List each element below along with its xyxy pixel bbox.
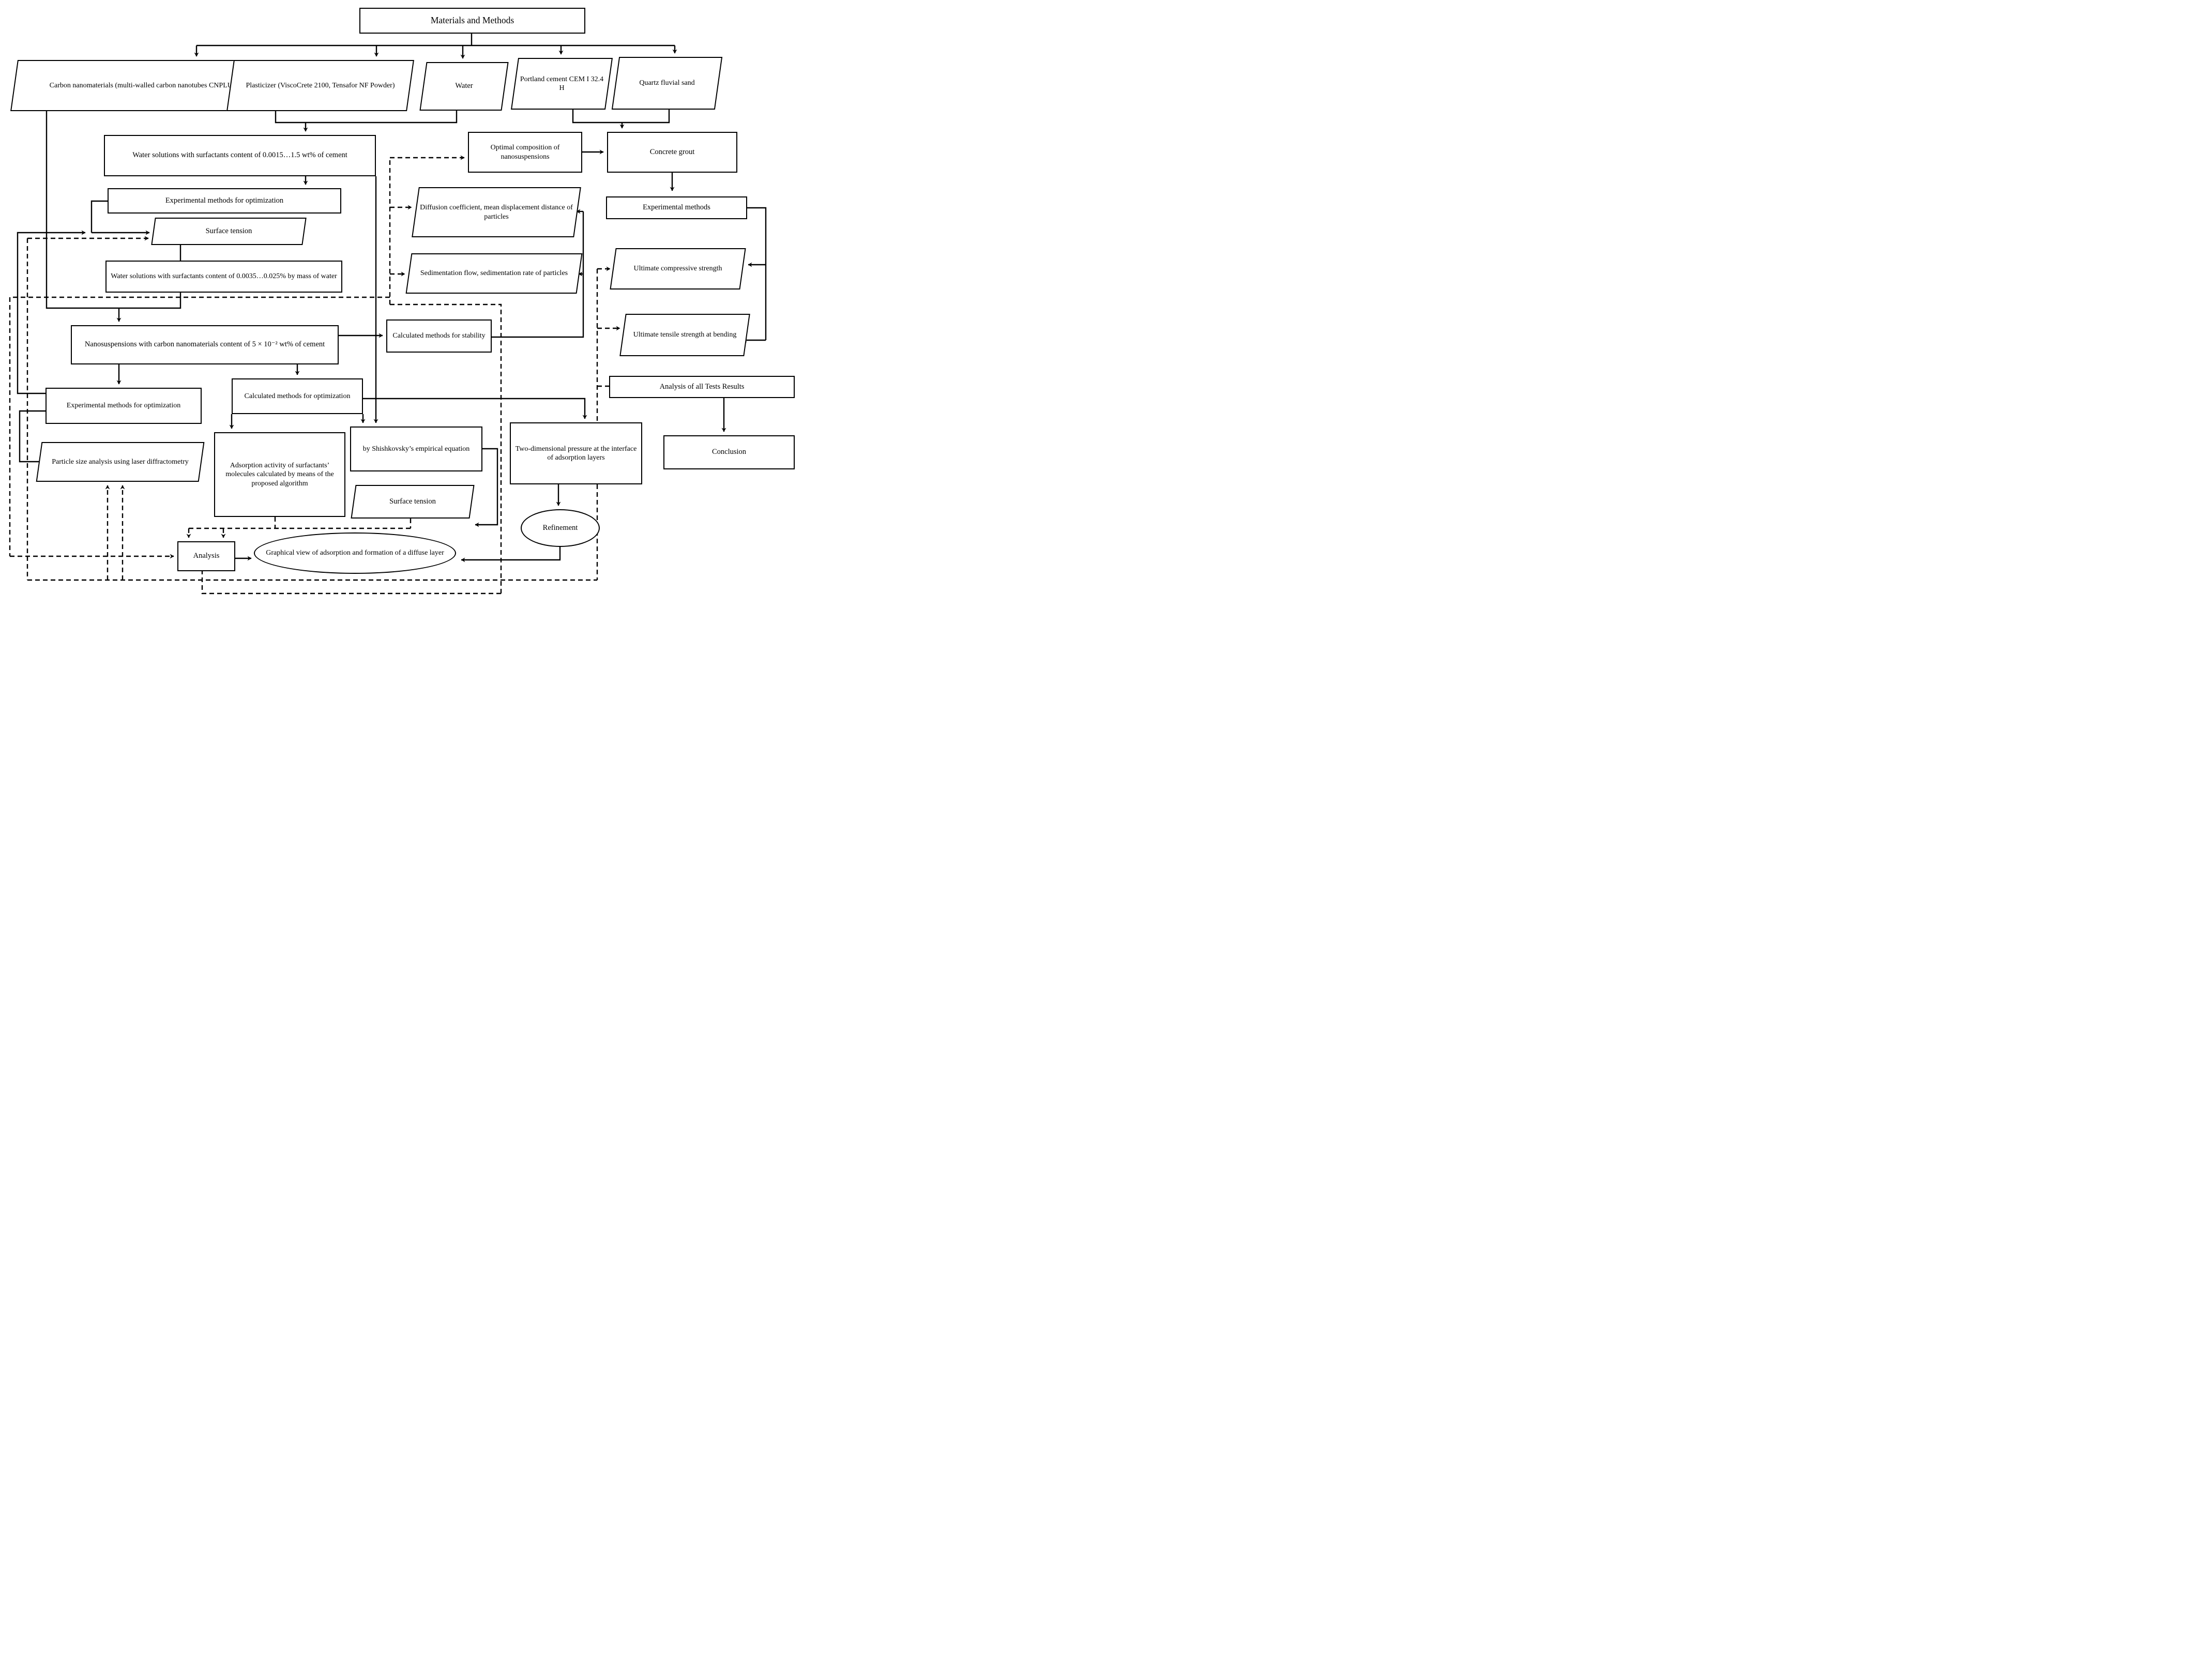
- node-label: Experimental methods for optimization: [66, 402, 181, 410]
- node-label: Optimal composition of nanosuspensions: [490, 144, 560, 161]
- node-water-solutions-cement: Water solutions with surfactants content…: [104, 135, 376, 176]
- node-plasticizer: Plasticizer (ViscoCrete 2100, Tensafor N…: [226, 60, 414, 111]
- node-label: Two-dimensional pressure at the interfac…: [515, 445, 637, 462]
- rect-shape: [46, 388, 202, 424]
- node-analysis: Analysis: [177, 541, 235, 571]
- node-label: Materials and Methods: [430, 15, 514, 26]
- node-label: Conclusion: [711, 448, 747, 456]
- node-label: Quartz fluvial sand: [639, 79, 695, 87]
- rect-shape: [214, 432, 345, 517]
- node-diffusion-coefficient: Diffusion coefficient, mean displacement…: [412, 187, 581, 237]
- node-label: Water: [455, 82, 473, 90]
- node-label: Nanosuspensions with carbon nanomaterial…: [84, 340, 325, 349]
- node-surface-tension-top: Surface tension: [151, 218, 307, 245]
- rect-shape: [609, 376, 795, 398]
- node-label: Adsorption activity of surfactants’ mole…: [225, 462, 334, 487]
- node-label: Experimental methods for optimization: [165, 196, 284, 205]
- node-label: Sedimentation flow, sedimentation rate o…: [420, 269, 568, 278]
- node-label: Diffusion coefficient, mean displacement…: [420, 204, 573, 221]
- node-surface-tension-bottom: Surface tension: [351, 485, 475, 519]
- node-nanosuspensions: Nanosuspensions with carbon nanomaterial…: [71, 325, 339, 364]
- rect-shape: [510, 422, 642, 484]
- node-refinement: Refinement: [521, 509, 600, 547]
- node-label: Plasticizer (ViscoCrete 2100, Tensafor N…: [246, 81, 395, 89]
- node-optimal-composition: Optimal composition of nanosuspensions: [468, 132, 582, 173]
- node-label: Calculated methods for stability: [392, 332, 486, 340]
- node-analysis-of-all-tests-results: Analysis of all Tests Results: [609, 376, 795, 398]
- node-calculated-methods-stability: Calculated methods for stability: [386, 319, 492, 353]
- ellipse-shape: [254, 532, 456, 574]
- node-label: Calculated methods for optimization: [244, 392, 351, 400]
- node-sedimentation-flow: Sedimentation flow, sedimentation rate o…: [405, 253, 583, 294]
- rect-shape: [232, 378, 363, 414]
- node-label: Portland cement CEM I 32.4 H: [520, 75, 604, 92]
- node-conclusion: Conclusion: [663, 435, 795, 469]
- rect-shape: [350, 426, 482, 471]
- node-label: Analysis: [193, 552, 220, 560]
- node-experimental-methods-optimization-top: Experimental methods for optimization: [108, 188, 341, 214]
- node-label: Surface tension: [389, 497, 436, 506]
- rect-shape: [606, 196, 747, 219]
- rect-shape: [386, 319, 492, 353]
- node-experimental-methods-right: Experimental methods: [606, 196, 747, 219]
- rect-shape: [71, 325, 339, 364]
- node-carbon-nanomaterials: Carbon nanomaterials (multi-walled carbo…: [10, 60, 278, 111]
- node-label: Ultimate tensile strength at bending: [633, 331, 737, 339]
- node-label: Carbon nanomaterials (multi-walled carbo…: [49, 81, 239, 89]
- flowchart-canvas: Materials and Methods Carbon nanomateria…: [0, 0, 800, 601]
- rect-shape: [104, 135, 376, 176]
- node-water: Water: [419, 62, 509, 111]
- rect-shape: [468, 132, 582, 173]
- node-label: Refinement: [542, 523, 578, 532]
- node-label: Surface tension: [205, 226, 252, 235]
- node-label: Experimental methods: [643, 203, 710, 212]
- node-shishkovsky-equation: by Shishkovsky’s empirical equation: [350, 426, 482, 471]
- node-graphical-view: Graphical view of adsorption and formati…: [254, 532, 456, 574]
- node-label: Water solutions with surfactants content…: [111, 272, 337, 281]
- node-ultimate-tensile-strength: Ultimate tensile strength at bending: [619, 314, 750, 356]
- node-ultimate-compressive-strength: Ultimate compressive strength: [610, 248, 746, 289]
- node-concrete-grout: Concrete grout: [607, 132, 737, 173]
- rect-shape: [359, 8, 585, 34]
- node-label: Water solutions with surfactants content…: [132, 151, 347, 160]
- node-portland-cement: Portland cement CEM I 32.4 H: [510, 58, 613, 110]
- node-water-solutions-mass-water: Water solutions with surfactants content…: [105, 261, 342, 293]
- node-label: Graphical view of adsorption and formati…: [266, 549, 444, 557]
- node-label: Analysis of all Tests Results: [659, 382, 745, 391]
- node-two-dimensional-pressure: Two-dimensional pressure at the interfac…: [510, 422, 642, 484]
- node-label: Concrete grout: [649, 147, 695, 156]
- node-label: Particle size analysis using laser diffr…: [52, 458, 189, 466]
- rect-shape: [108, 188, 341, 214]
- node-calculated-methods-optimization: Calculated methods for optimization: [232, 378, 363, 414]
- rect-shape: [663, 435, 795, 469]
- rect-shape: [105, 261, 342, 293]
- node-adsorption-activity: Adsorption activity of surfactants’ mole…: [214, 432, 345, 517]
- node-label: by Shishkovsky’s empirical equation: [362, 445, 470, 453]
- node-materials-and-methods: Materials and Methods: [359, 8, 585, 34]
- node-quartz-fluvial-sand: Quartz fluvial sand: [611, 57, 723, 110]
- node-particle-size-analysis: Particle size analysis using laser diffr…: [36, 442, 205, 482]
- rect-shape: [607, 132, 737, 173]
- dashed-connectors: [9, 155, 620, 595]
- ellipse-shape: [521, 509, 600, 547]
- node-experimental-methods-optimization-left: Experimental methods for optimization: [46, 388, 202, 424]
- node-label: Ultimate compressive strength: [633, 265, 722, 273]
- rect-shape: [177, 541, 235, 571]
